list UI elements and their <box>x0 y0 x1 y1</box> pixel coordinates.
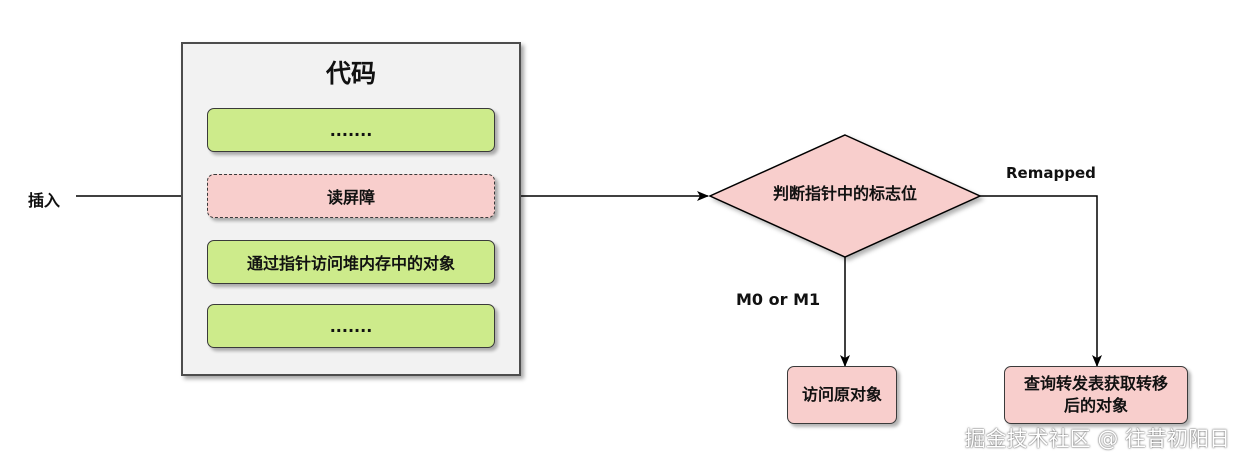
result-lookup-forwarding-table-line2: 后的对象 <box>1063 396 1128 415</box>
result-lookup-forwarding-table-line1: 查询转发表获取转移 <box>1023 374 1168 393</box>
step-ellipsis-bottom: ....... <box>207 304 495 348</box>
step-read-barrier-text: 读屏障 <box>326 188 375 207</box>
container-title: 代码 <box>325 59 376 88</box>
step-ellipsis-top-text: ....... <box>329 120 373 140</box>
step-access-heap-object-text: 通过指针访问堆内存中的对象 <box>246 254 455 273</box>
step-ellipsis-top: ....... <box>207 108 495 152</box>
step-read-barrier: 读屏障 <box>207 174 495 218</box>
branch-remapped-label: Remapped <box>1006 164 1096 182</box>
decision-label: 判断指针中的标志位 <box>772 184 917 203</box>
result-lookup-forwarding-table: 查询转发表获取转移 后的对象 <box>1004 366 1188 424</box>
watermark: 掘金技术社区 @ 往昔初阳日 <box>964 427 1230 451</box>
step-ellipsis-bottom-text: ....... <box>329 316 373 336</box>
code-container: 代码 ....... 读屏障 通过指针访问堆内存中的对象 ....... <box>181 42 521 376</box>
result-access-original-object: 访问原对象 <box>787 366 897 424</box>
branch-m0-m1-label: M0 or M1 <box>736 290 821 309</box>
result-access-original-object-text: 访问原对象 <box>801 385 882 404</box>
branch-remapped-arrow <box>980 195 1102 367</box>
step-access-heap-object: 通过指针访问堆内存中的对象 <box>207 240 495 284</box>
insert-label: 插入 <box>28 191 61 210</box>
